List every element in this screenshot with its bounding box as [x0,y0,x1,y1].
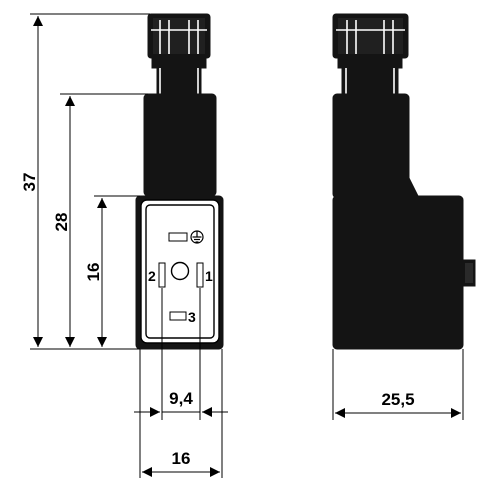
front-housing [143,93,217,197]
side-nut [332,13,409,59]
pin-2 [158,262,166,288]
side-block [332,195,464,350]
dim-16h-label: 16 [172,449,191,468]
dim-16v-label: 16 [84,263,103,282]
pin-2-label: 2 [148,268,156,284]
side-housing [332,93,410,199]
dim-37-label: 37 [20,173,39,192]
ground-symbol-icon [190,230,204,244]
dim-9-4-label: 9,4 [169,389,193,408]
dim-25-5-label: 25,5 [381,390,414,409]
front-view: 2 1 3 [135,13,224,350]
front-nut [147,13,211,59]
front-neck [151,57,207,95]
pin-3 [169,311,187,321]
side-neck [337,57,403,95]
ground-pin [168,232,188,242]
side-housing-taper [404,169,419,197]
pin-1 [196,262,204,288]
pin-3-label: 3 [188,309,196,325]
side-view [332,13,476,350]
pin-1-label: 1 [205,268,213,284]
center-hole [170,261,190,281]
dimension-lines: 37 28 16 9,4 16 25,5 [20,13,464,478]
dim-28-label: 28 [52,213,71,232]
